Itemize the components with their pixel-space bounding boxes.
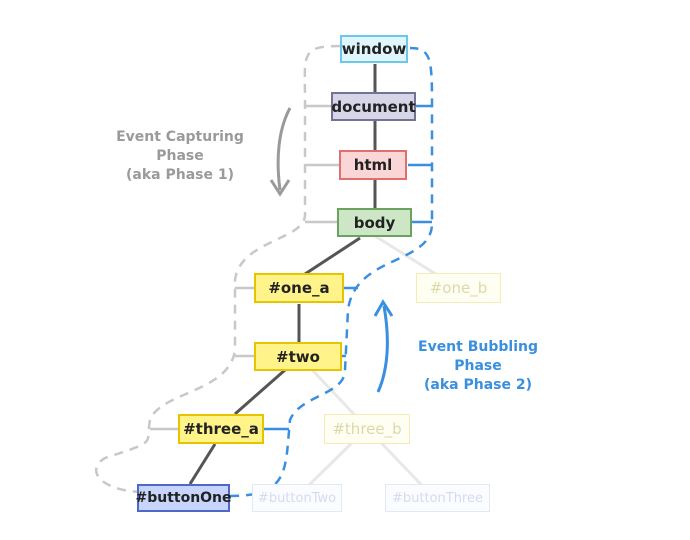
node-buttonone: #buttonOne (135, 484, 232, 512)
node-window: window (340, 35, 408, 63)
bubbling-phase-label: Event Bubbling Phase (aka Phase 2) (398, 338, 558, 395)
edge-three-a-buttonone (188, 443, 217, 485)
capturing-phase-subtitle: (aka Phase 1) (126, 167, 234, 183)
active-edges (188, 64, 377, 485)
edge-body-one-a (304, 236, 361, 276)
capture-dashed-line (94, 44, 341, 494)
capturing-phase-label: Event Capturing Phase (aka Phase 1) (92, 128, 268, 185)
node-buttonthree: #buttonThree (385, 484, 490, 512)
node-one-b: #one_b (416, 273, 501, 303)
bubble-path (229, 46, 434, 498)
node-three-a: #three_a (178, 414, 264, 444)
capturing-phase-title: Event Capturing Phase (116, 129, 244, 164)
bubble-arrow (373, 299, 394, 393)
capture-arrow-shaft (276, 107, 292, 191)
capture-arrow-head (269, 179, 291, 197)
bubble-arrow-head (373, 299, 394, 317)
node-three-b: #three_b (324, 414, 410, 444)
node-body: body (337, 208, 412, 237)
node-two: #two (254, 342, 342, 371)
capture-arrow (269, 107, 292, 197)
capture-path (94, 44, 341, 494)
node-buttontwo: #buttonTwo (252, 484, 342, 512)
bubbling-phase-subtitle: (aka Phase 2) (424, 377, 532, 393)
edge-two-three-a (234, 368, 286, 416)
bubble-arrow-shaft (376, 305, 389, 393)
node-html: html (339, 150, 407, 180)
node-document: document (331, 92, 416, 121)
bubbling-phase-title: Event Bubbling Phase (418, 339, 538, 374)
bubble-dashed-line (229, 46, 434, 498)
node-one-a: #one_a (254, 273, 344, 303)
